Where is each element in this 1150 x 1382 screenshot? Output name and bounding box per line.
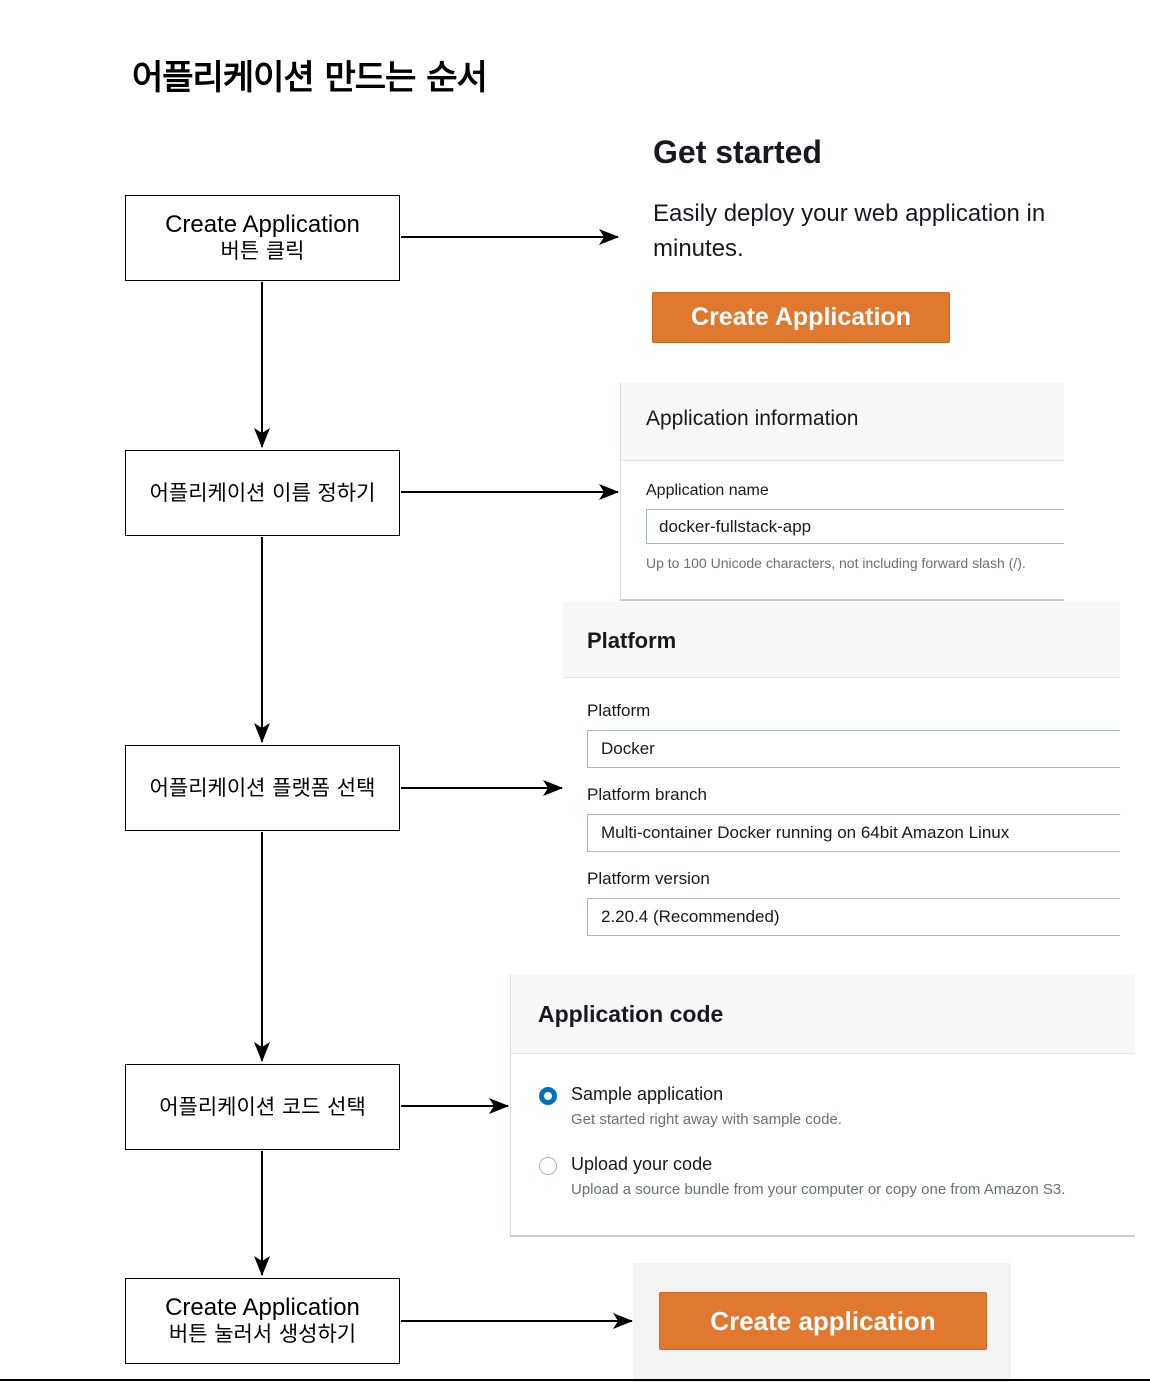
platform-panel: Platform Platform Docker Platform branch… [563,602,1120,942]
step-label: 어플리케이션 이름 정하기 [149,480,376,505]
sample-application-description: Get started right away with sample code. [571,1111,842,1128]
platform-label: Platform [587,701,651,720]
step-create-application-click: Create Application 버튼 클릭 [125,195,400,281]
platform-version-select[interactable]: 2.20.4 (Recommended) [587,898,1120,936]
sample-application-label[interactable]: Sample application [571,1084,724,1104]
platform-version-label: Platform version [587,869,710,888]
platform-branch-label: Platform branch [587,785,707,804]
step-sublabel: 버튼 클릭 [220,239,305,263]
step-label: Create Application [165,1294,360,1321]
step-select-platform: 어플리케이션 플랫폼 선택 [125,745,400,831]
platform-branch-select[interactable]: Multi-container Docker running on 64bit … [587,814,1120,852]
upload-code-label[interactable]: Upload your code [571,1154,713,1174]
panel-header: Application code [511,975,1135,1054]
step-sublabel: 버튼 눌러서 생성하기 [168,1322,357,1346]
step-label: 어플리케이션 코드 선택 [159,1094,366,1119]
page-title: 어플리케이션 만드는 순서 [132,58,488,98]
application-name-input[interactable]: docker-fullstack-app [646,509,1064,544]
application-code-panel: Application code Sample application Get … [510,975,1135,1237]
panel-title: Application code [538,1001,724,1027]
get-started-description: Easily deploy your web application in mi… [653,200,1046,262]
create-application-submit-button[interactable]: Create application [659,1292,987,1350]
application-information-panel: Application information Application name… [620,383,1064,601]
application-name-label: Application name [646,482,769,499]
application-name-hint: Up to 100 Unicode characters, not includ… [646,555,1026,571]
upload-code-radio[interactable] [539,1157,557,1175]
get-started-heading: Get started [653,134,822,170]
step-select-code: 어플리케이션 코드 선택 [125,1064,400,1150]
upload-code-description: Upload a source bundle from your compute… [571,1181,1066,1198]
create-application-button[interactable]: Create Application [652,292,950,343]
panel-title: Platform [587,628,677,653]
step-create-application-submit: Create Application 버튼 눌러서 생성하기 [125,1278,400,1364]
platform-select[interactable]: Docker [587,730,1120,768]
sample-application-radio[interactable] [539,1087,557,1105]
step-name-application: 어플리케이션 이름 정하기 [125,450,400,536]
panel-header: Platform [563,602,1120,678]
step-label: Create Application [165,211,360,238]
create-application-footer: Create application [633,1263,1011,1382]
bottom-divider [0,1379,1150,1381]
step-label: 어플리케이션 플랫폼 선택 [149,775,376,800]
panel-header: Application information [621,383,1064,461]
panel-title: Application information [646,407,859,430]
